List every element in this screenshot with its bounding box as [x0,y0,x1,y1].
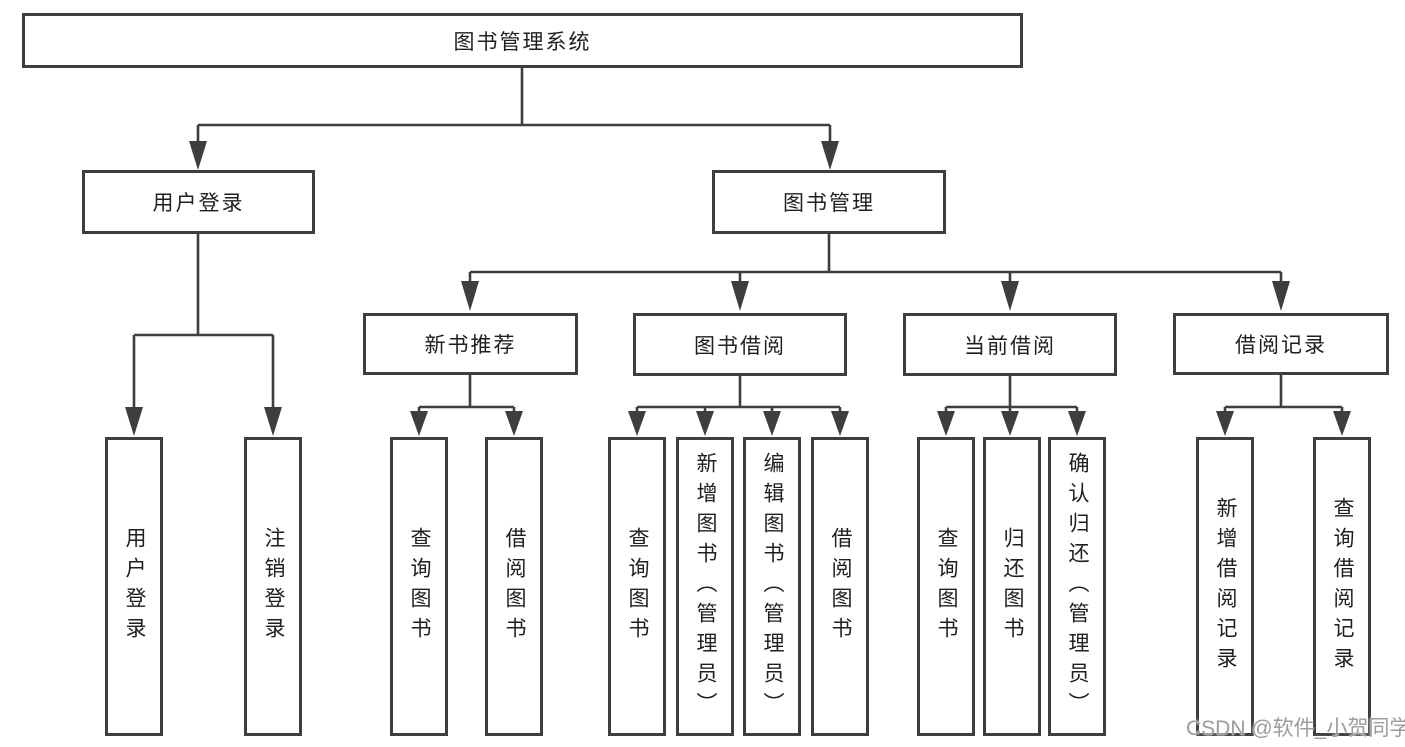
leaf-current-return-books: 归还图书 [983,437,1041,736]
connector-recommend-to-leaves [410,375,523,436]
leaf-user-login: 用户登录 [105,437,163,736]
connector-current-to-leaves [937,375,1086,436]
node-label: 当前借阅 [964,334,1056,358]
node-label: 图书借阅 [694,334,786,358]
leaf-recommend-query-books: 查询图书 [390,437,448,736]
leaf-borrow-add-books-admin: 新增图书（管理员） [676,437,734,736]
leaf-borrow-edit-books-admin: 编辑图书（管理员） [743,437,801,736]
node-label: 用户登录 [152,192,245,215]
leaf-label: 注销登录 [262,526,285,647]
node-library-management-system: 图书管理系统 [22,13,1023,68]
leaf-label: 查询图书 [408,526,431,647]
leaf-label: 查询借阅记录 [1331,496,1354,677]
node-borrow-records: 借阅记录 [1173,313,1389,375]
node-label: 借阅记录 [1235,334,1327,357]
csdn-watermark: CSDN @软件_小贺同学 [1186,717,1405,740]
node-book-management: 图书管理 [712,170,946,234]
leaf-label: 归还图书 [1001,526,1024,647]
node-label: 图书管理系统 [453,30,592,54]
leaf-current-confirm-return-admin: 确认归还（管理员） [1048,437,1106,736]
leaf-current-query-books: 查询图书 [917,437,975,736]
connector-root-to-level2 [189,68,839,170]
connector-records-to-leaves [1216,375,1351,436]
connector-userlogin-to-leaves [125,234,282,436]
node-current-borrow: 当前借阅 [903,313,1117,376]
connector-bookmgmt-to-level3 [461,234,1290,311]
leaf-label: 查询图书 [935,526,958,647]
leaf-records-add-borrow-record: 新增借阅记录 [1196,437,1254,736]
node-label: 图书管理 [783,192,875,215]
leaf-label: 确认归还（管理员） [1066,451,1089,722]
leaf-borrow-query-books: 查询图书 [608,437,666,736]
node-user-login: 用户登录 [82,170,315,234]
leaf-label: 借阅图书 [503,526,526,647]
node-book-borrow: 图书借阅 [633,313,847,376]
leaf-label: 新增借阅记录 [1214,496,1237,677]
leaf-label: 新增图书（管理员） [694,451,717,722]
leaf-records-query-borrow-record: 查询借阅记录 [1313,437,1371,736]
leaf-label: 借阅图书 [829,526,852,647]
leaf-label: 编辑图书（管理员） [761,451,784,722]
leaf-label: 查询图书 [626,526,649,647]
leaf-logout: 注销登录 [244,437,302,736]
node-label: 新书推荐 [424,334,517,357]
node-new-book-recommend: 新书推荐 [363,313,578,375]
leaf-label: 用户登录 [123,526,146,647]
leaf-recommend-borrow-books: 借阅图书 [485,437,543,736]
leaf-borrow-borrow-books: 借阅图书 [811,437,869,736]
connector-borrow-to-leaves [628,375,849,436]
